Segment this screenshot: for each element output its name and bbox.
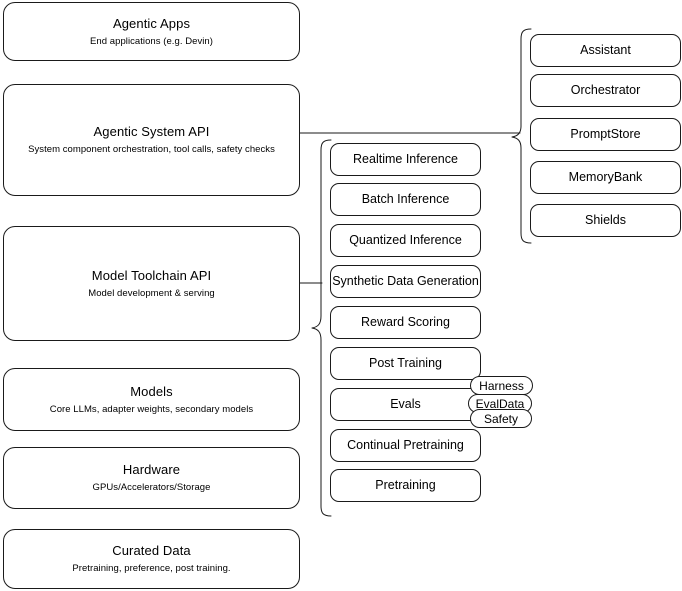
chip-label: Continual Pretraining <box>347 438 464 452</box>
chip-label: Post Training <box>369 356 442 370</box>
layer-subtitle: System component orchestration, tool cal… <box>28 144 275 155</box>
pill-label: Safety <box>483 411 519 426</box>
component-chip-reward-scoring[interactable]: Reward Scoring <box>330 306 481 339</box>
connector-toolchain-to-components <box>299 276 326 290</box>
component-chip-pretraining[interactable]: Pretraining <box>330 469 481 502</box>
chip-label: Realtime Inference <box>353 152 458 166</box>
chip-label: PromptStore <box>570 127 641 141</box>
component-chip-assistant[interactable]: Assistant <box>530 34 681 67</box>
layer-box-model-toolchain-api[interactable]: Model Toolchain API Model development & … <box>3 226 300 341</box>
layer-subtitle: End applications (e.g. Devin) <box>90 35 213 47</box>
component-chip-continual-pretraining[interactable]: Continual Pretraining <box>330 429 481 462</box>
chip-label: Reward Scoring <box>361 315 450 329</box>
component-chip-realtime-inference[interactable]: Realtime Inference <box>330 143 481 176</box>
component-chip-evals[interactable]: Evals <box>330 388 481 421</box>
chip-label: Evals <box>390 397 421 411</box>
pill-label: Harness <box>479 378 524 393</box>
component-chip-synthetic-data-generation[interactable]: Synthetic Data Generation <box>330 265 481 298</box>
layer-title: Hardware <box>122 462 181 477</box>
layer-subtitle: Model development & serving <box>88 287 215 299</box>
layer-title: Models <box>130 383 173 399</box>
chip-label: Batch Inference <box>361 192 450 206</box>
layer-box-agentic-apps[interactable]: Agentic Apps End applications (e.g. Devi… <box>3 2 300 61</box>
layer-subtitle: Pretraining, preference, post training. <box>72 563 231 574</box>
connector-agentic-system-to-components <box>299 126 525 140</box>
layer-subtitle: Core LLMs, adapter weights, secondary mo… <box>49 403 254 415</box>
chip-label: Shields <box>585 213 626 227</box>
component-chip-batch-inference[interactable]: Batch Inference <box>330 183 481 216</box>
layer-box-curated-data[interactable]: Curated Data Pretraining, preference, po… <box>3 529 300 589</box>
layer-box-agentic-system-api[interactable]: Agentic System API System component orch… <box>3 84 300 196</box>
evals-tag-safety[interactable]: Safety <box>470 409 532 428</box>
layer-subtitle: GPUs/Accelerators/Storage <box>92 482 211 493</box>
layer-title: Agentic Apps <box>112 15 191 31</box>
component-chip-promptstore[interactable]: PromptStore <box>530 118 681 151</box>
chip-label: Quantized Inference <box>349 233 462 247</box>
component-chip-shields[interactable]: Shields <box>530 204 681 237</box>
layer-title: Curated Data <box>112 543 191 558</box>
chip-label: MemoryBank <box>568 170 643 184</box>
layer-box-models[interactable]: Models Core LLMs, adapter weights, secon… <box>3 368 300 431</box>
chip-label: Assistant <box>580 43 631 57</box>
component-chip-post-training[interactable]: Post Training <box>330 347 481 380</box>
component-chip-orchestrator[interactable]: Orchestrator <box>530 74 681 107</box>
pill-label: EvalData <box>475 396 525 411</box>
chip-label: Orchestrator <box>570 83 641 97</box>
component-chip-memorybank[interactable]: MemoryBank <box>530 161 681 194</box>
layer-title: Agentic System API <box>93 124 210 139</box>
layer-title: Model Toolchain API <box>91 267 212 283</box>
evals-tag-harness[interactable]: Harness <box>470 376 533 395</box>
chip-label: Pretraining <box>375 478 436 492</box>
chip-label: Synthetic Data Generation <box>332 274 479 288</box>
component-chip-quantized-inference[interactable]: Quantized Inference <box>330 224 481 257</box>
layer-box-hardware[interactable]: Hardware GPUs/Accelerators/Storage <box>3 447 300 509</box>
